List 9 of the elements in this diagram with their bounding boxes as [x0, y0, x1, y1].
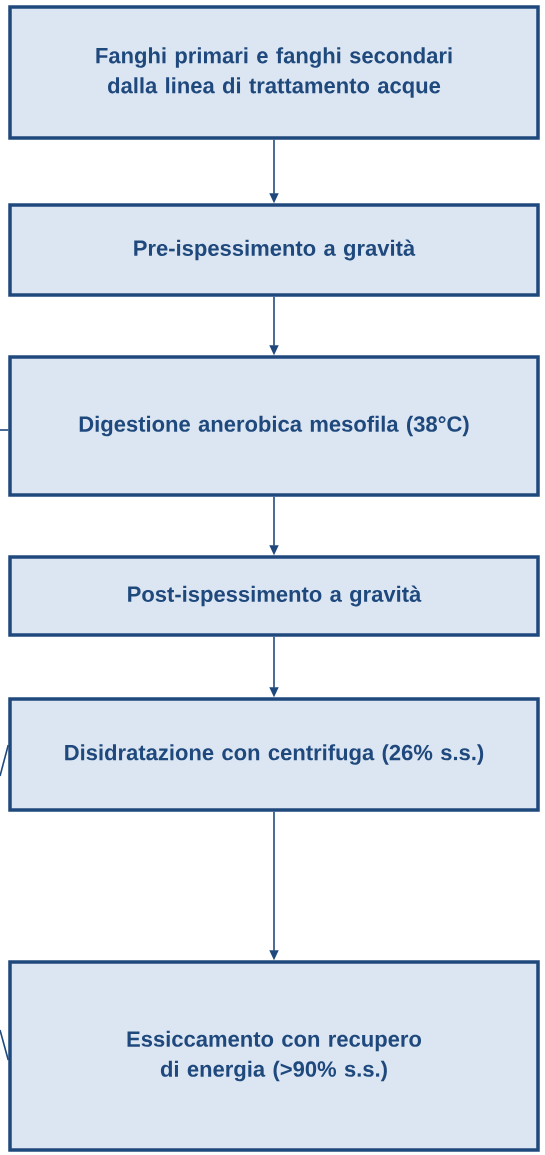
- process-box: Fanghi primari e fanghi secondari dalla linea di trattamento acque: [8, 5, 540, 140]
- connector-line: [0, 1029, 10, 1061]
- process-box: Disidratazione con centrifuga (26% s.s.): [8, 697, 540, 812]
- process-box: Pre-ispessimento a gravità: [8, 203, 540, 297]
- process-box: Post-ispessimento a gravità: [8, 555, 540, 637]
- connector-line: [0, 744, 10, 777]
- process-box: Digestione anerobica mesofila (38°C): [8, 355, 540, 497]
- connector-line: [0, 429, 10, 431]
- process-box: Essiccamento con recupero di energia (>90% s.s.): [8, 960, 540, 1152]
